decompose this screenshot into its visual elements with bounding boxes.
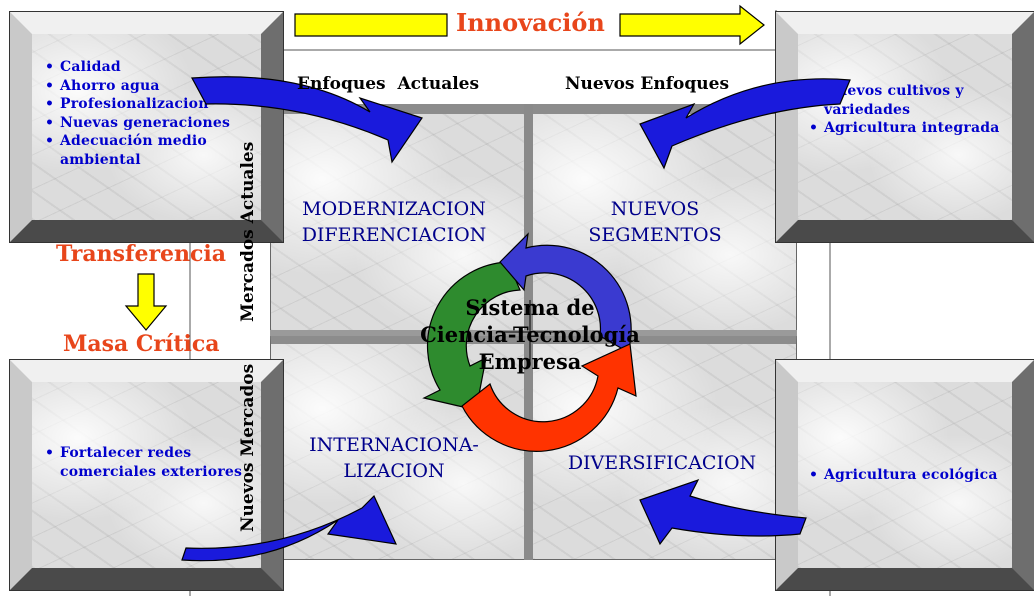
quadrant-label-line: MODERNIZACION [302,198,486,220]
mercados-actuales-label: Mercados Actuales [238,141,258,322]
nuevos-mercados-label: Nuevos Mercados [238,363,258,532]
quadrant-label-internacionalizacion: INTERNACIONA- LIZACION [272,432,516,484]
list-item: Ahorro agua [40,77,280,96]
nuevos-enfoques-label: Nuevos Enfoques [565,74,730,94]
innovation-arrow-left-segment [294,13,448,37]
quadrant-label-nuevos-segmentos: NUEVOS SEGMENTOS [540,196,770,248]
innovacion-label: Innovación [456,8,605,37]
center-label-line: Empresa [478,349,582,374]
quadrant-label-line: LIZACION [343,460,445,482]
list-item: Nuevas generaciones [40,114,280,133]
quadrant-label-line: DIFERENCIACION [301,224,487,246]
box-top-right-list: Nuevos cultivos y variedades Agricultura… [804,82,1032,138]
blue-arrow-bottom-right [639,478,807,546]
list-item: Fortalecer redes comerciales exteriores [40,444,265,481]
quadrant-label-line: NUEVOS [610,198,700,220]
box-bottom-left-list: Fortalecer redes comerciales exteriores [40,444,265,481]
enfoques-actuales-label: Enfoques Actuales [297,74,480,94]
quadrant-label-modernizacion: MODERNIZACION DIFERENCIACION [272,196,516,248]
center-label-line: Sistema de [465,295,595,320]
quadrant-bottom-left [270,330,528,560]
transferencia-label: Transferencia [56,241,227,267]
quadrant-label-line: DIVERSIFICACION [567,452,757,474]
center-label-line: Ciencia-Tecnología [420,322,640,347]
blue-arrow-top-left [191,76,423,164]
transfer-down-arrow [124,273,168,331]
blue-arrow-top-right [639,78,851,170]
box-top-left-list: Calidad Ahorro agua Profesionalizacion N… [40,58,280,169]
masa-critica-label: Masa Crítica [63,331,220,357]
cycle-arrow-red [461,343,637,452]
quadrant-label-diversificacion: DIVERSIFICACION [552,450,772,476]
center-label: Sistema de Ciencia-Tecnología Empresa [405,294,655,375]
quadrant-label-line: INTERNACIONA- [309,434,479,456]
list-item: Profesionalizacion [40,95,280,114]
list-item: Agricultura integrada [804,119,1032,138]
blue-arrow-bottom-left [181,494,398,562]
quadrant-divider-horizontal [270,330,797,336]
list-item: Adecuación medio ambiental [40,132,240,169]
box-bottom-right-list: Agricultura ecológica [804,466,1032,485]
innovation-arrow-right-head [619,4,765,46]
list-item: Calidad [40,58,280,77]
list-item: Agricultura ecológica [804,466,1032,485]
cycle-arrow-green [422,261,521,411]
quadrant-label-line: SEGMENTOS [588,224,722,246]
